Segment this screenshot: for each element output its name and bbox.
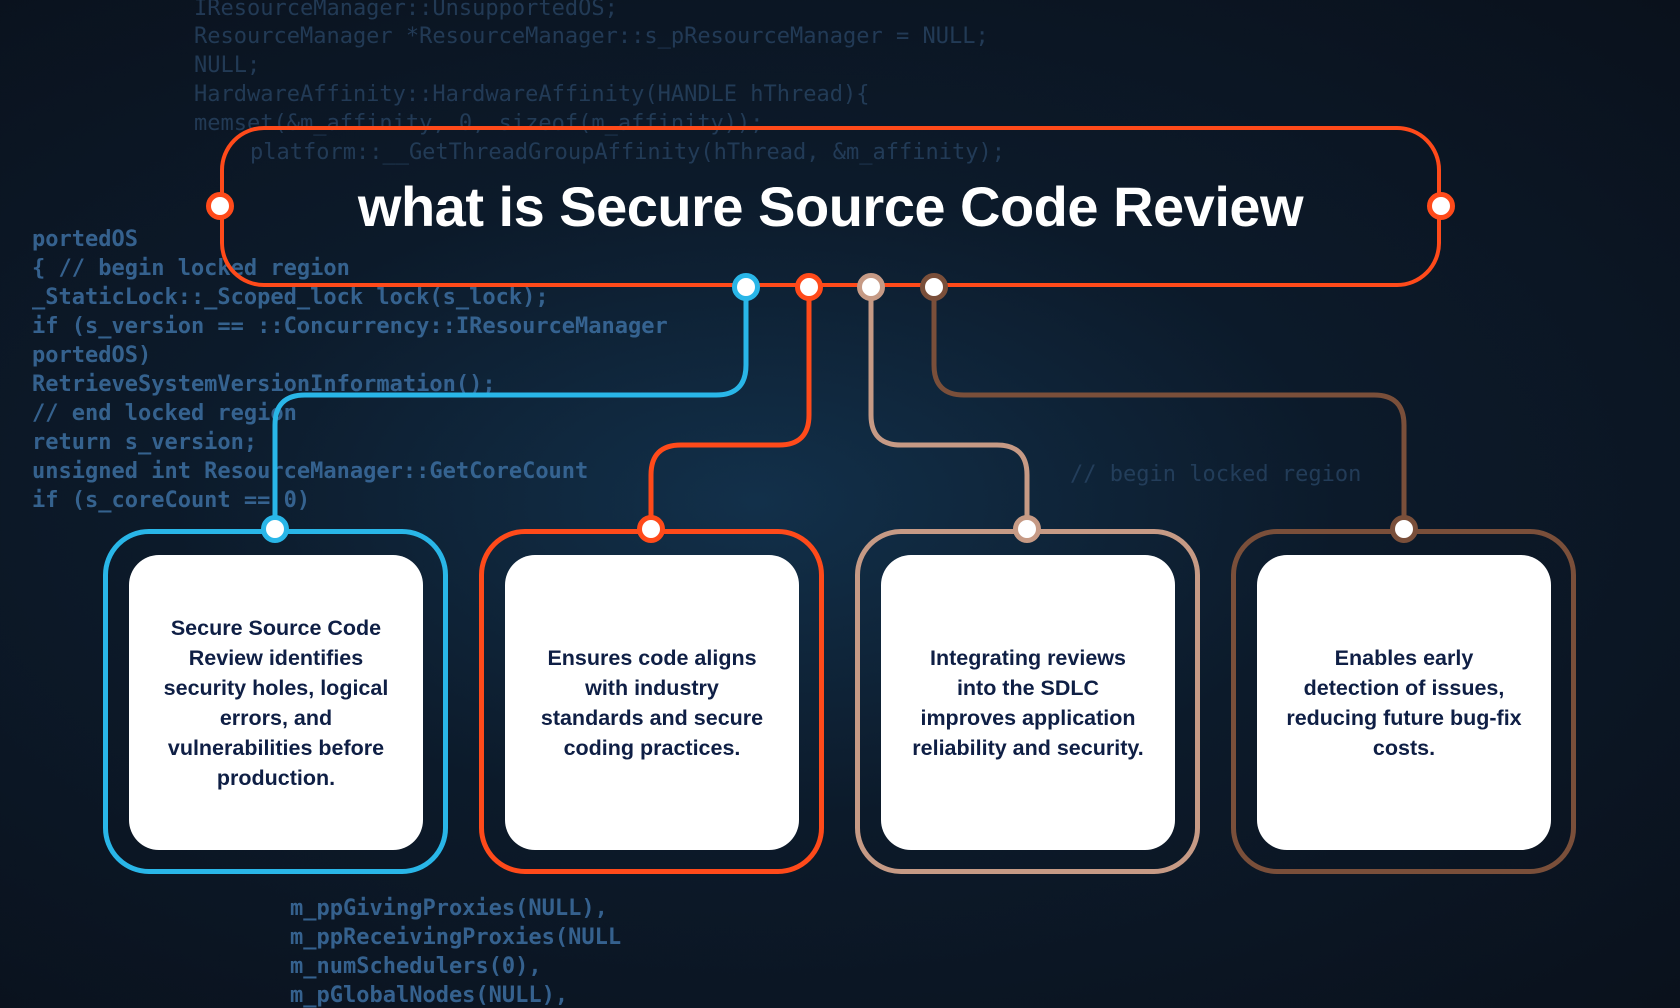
card-text: Enables early detection of issues, reduc… [1286, 645, 1522, 760]
title-right-dot [1427, 192, 1455, 220]
card-text: Secure Source Code Review identifies sec… [163, 615, 389, 790]
code-line: ResourceManager *ResourceManager::s_pRes… [194, 24, 989, 49]
code-line: portedOS [32, 227, 138, 252]
card-text: Integrating reviews into the SDLC improv… [912, 645, 1144, 760]
card-dot-3 [1013, 515, 1041, 543]
code-line: // begin locked region [1070, 462, 1362, 487]
code-line: platform::__GetThreadGroupAffinity(hThre… [250, 140, 1005, 165]
connector-dot-orange [795, 273, 823, 301]
card-dot-1 [261, 515, 289, 543]
connector-orange [648, 287, 812, 529]
code-line: HardwareAffinity::HardwareAffinity(HANDL… [194, 82, 870, 107]
connector-tan [868, 287, 1030, 529]
page-title: what is Secure Source Code Review [357, 175, 1304, 238]
connector-dot-brown [920, 273, 948, 301]
card-identifies-vulnerabilities: Secure Source Code Review identifies sec… [129, 555, 423, 850]
code-line: memset(&m_affinity, 0, sizeof(m_affinity… [194, 111, 764, 136]
connector-brown [931, 287, 1407, 529]
code-line: unsigned int ResourceManager::GetCoreCou… [32, 459, 589, 484]
code-line: _StaticLock::_Scoped_lock lock(s_lock); [32, 285, 549, 310]
card-dot-2 [637, 515, 665, 543]
code-line: // end locked region [32, 401, 297, 426]
card-dot-4 [1390, 515, 1418, 543]
card-text: Ensures code aligns with industry standa… [540, 645, 764, 760]
code-line: if (s_version == ::Concurrency::IResourc… [32, 314, 668, 339]
code-line: m_numSchedulers(0), [290, 954, 542, 979]
code-line: m_ppGivingProxies(NULL), [290, 896, 608, 921]
title-left-dot [206, 192, 234, 220]
connector-cyan [272, 287, 749, 529]
card-sdlc: Integrating reviews into the SDLC improv… [881, 555, 1175, 850]
connector-dot-tan [857, 273, 885, 301]
connector-dot-cyan [732, 273, 760, 301]
code-line: portedOS) [32, 343, 152, 368]
code-line: return s_version; [32, 430, 258, 455]
card-early-detection: Enables early detection of issues, reduc… [1257, 555, 1551, 850]
title-box: what is Secure Source Code Review [220, 126, 1441, 287]
card-standards: Ensures code aligns with industry standa… [505, 555, 799, 850]
code-line: IResourceManager::UnsupportedOS; [194, 0, 618, 21]
code-line: m_ppReceivingProxies(NULL [290, 925, 622, 950]
code-line: NULL; [194, 53, 261, 78]
code-line: if (s_coreCount == 0) [32, 488, 311, 513]
